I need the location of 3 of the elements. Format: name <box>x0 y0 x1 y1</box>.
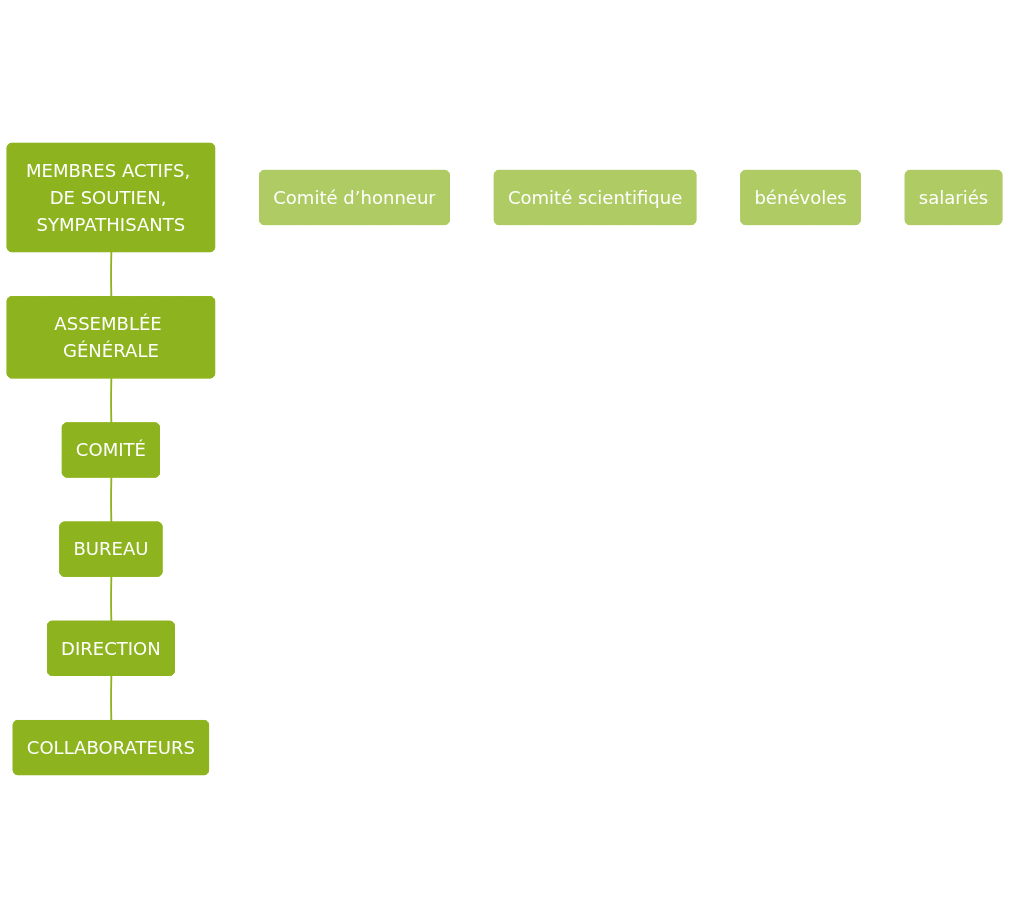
connector <box>110 476 113 524</box>
connector <box>110 575 113 623</box>
connector <box>110 674 113 722</box>
